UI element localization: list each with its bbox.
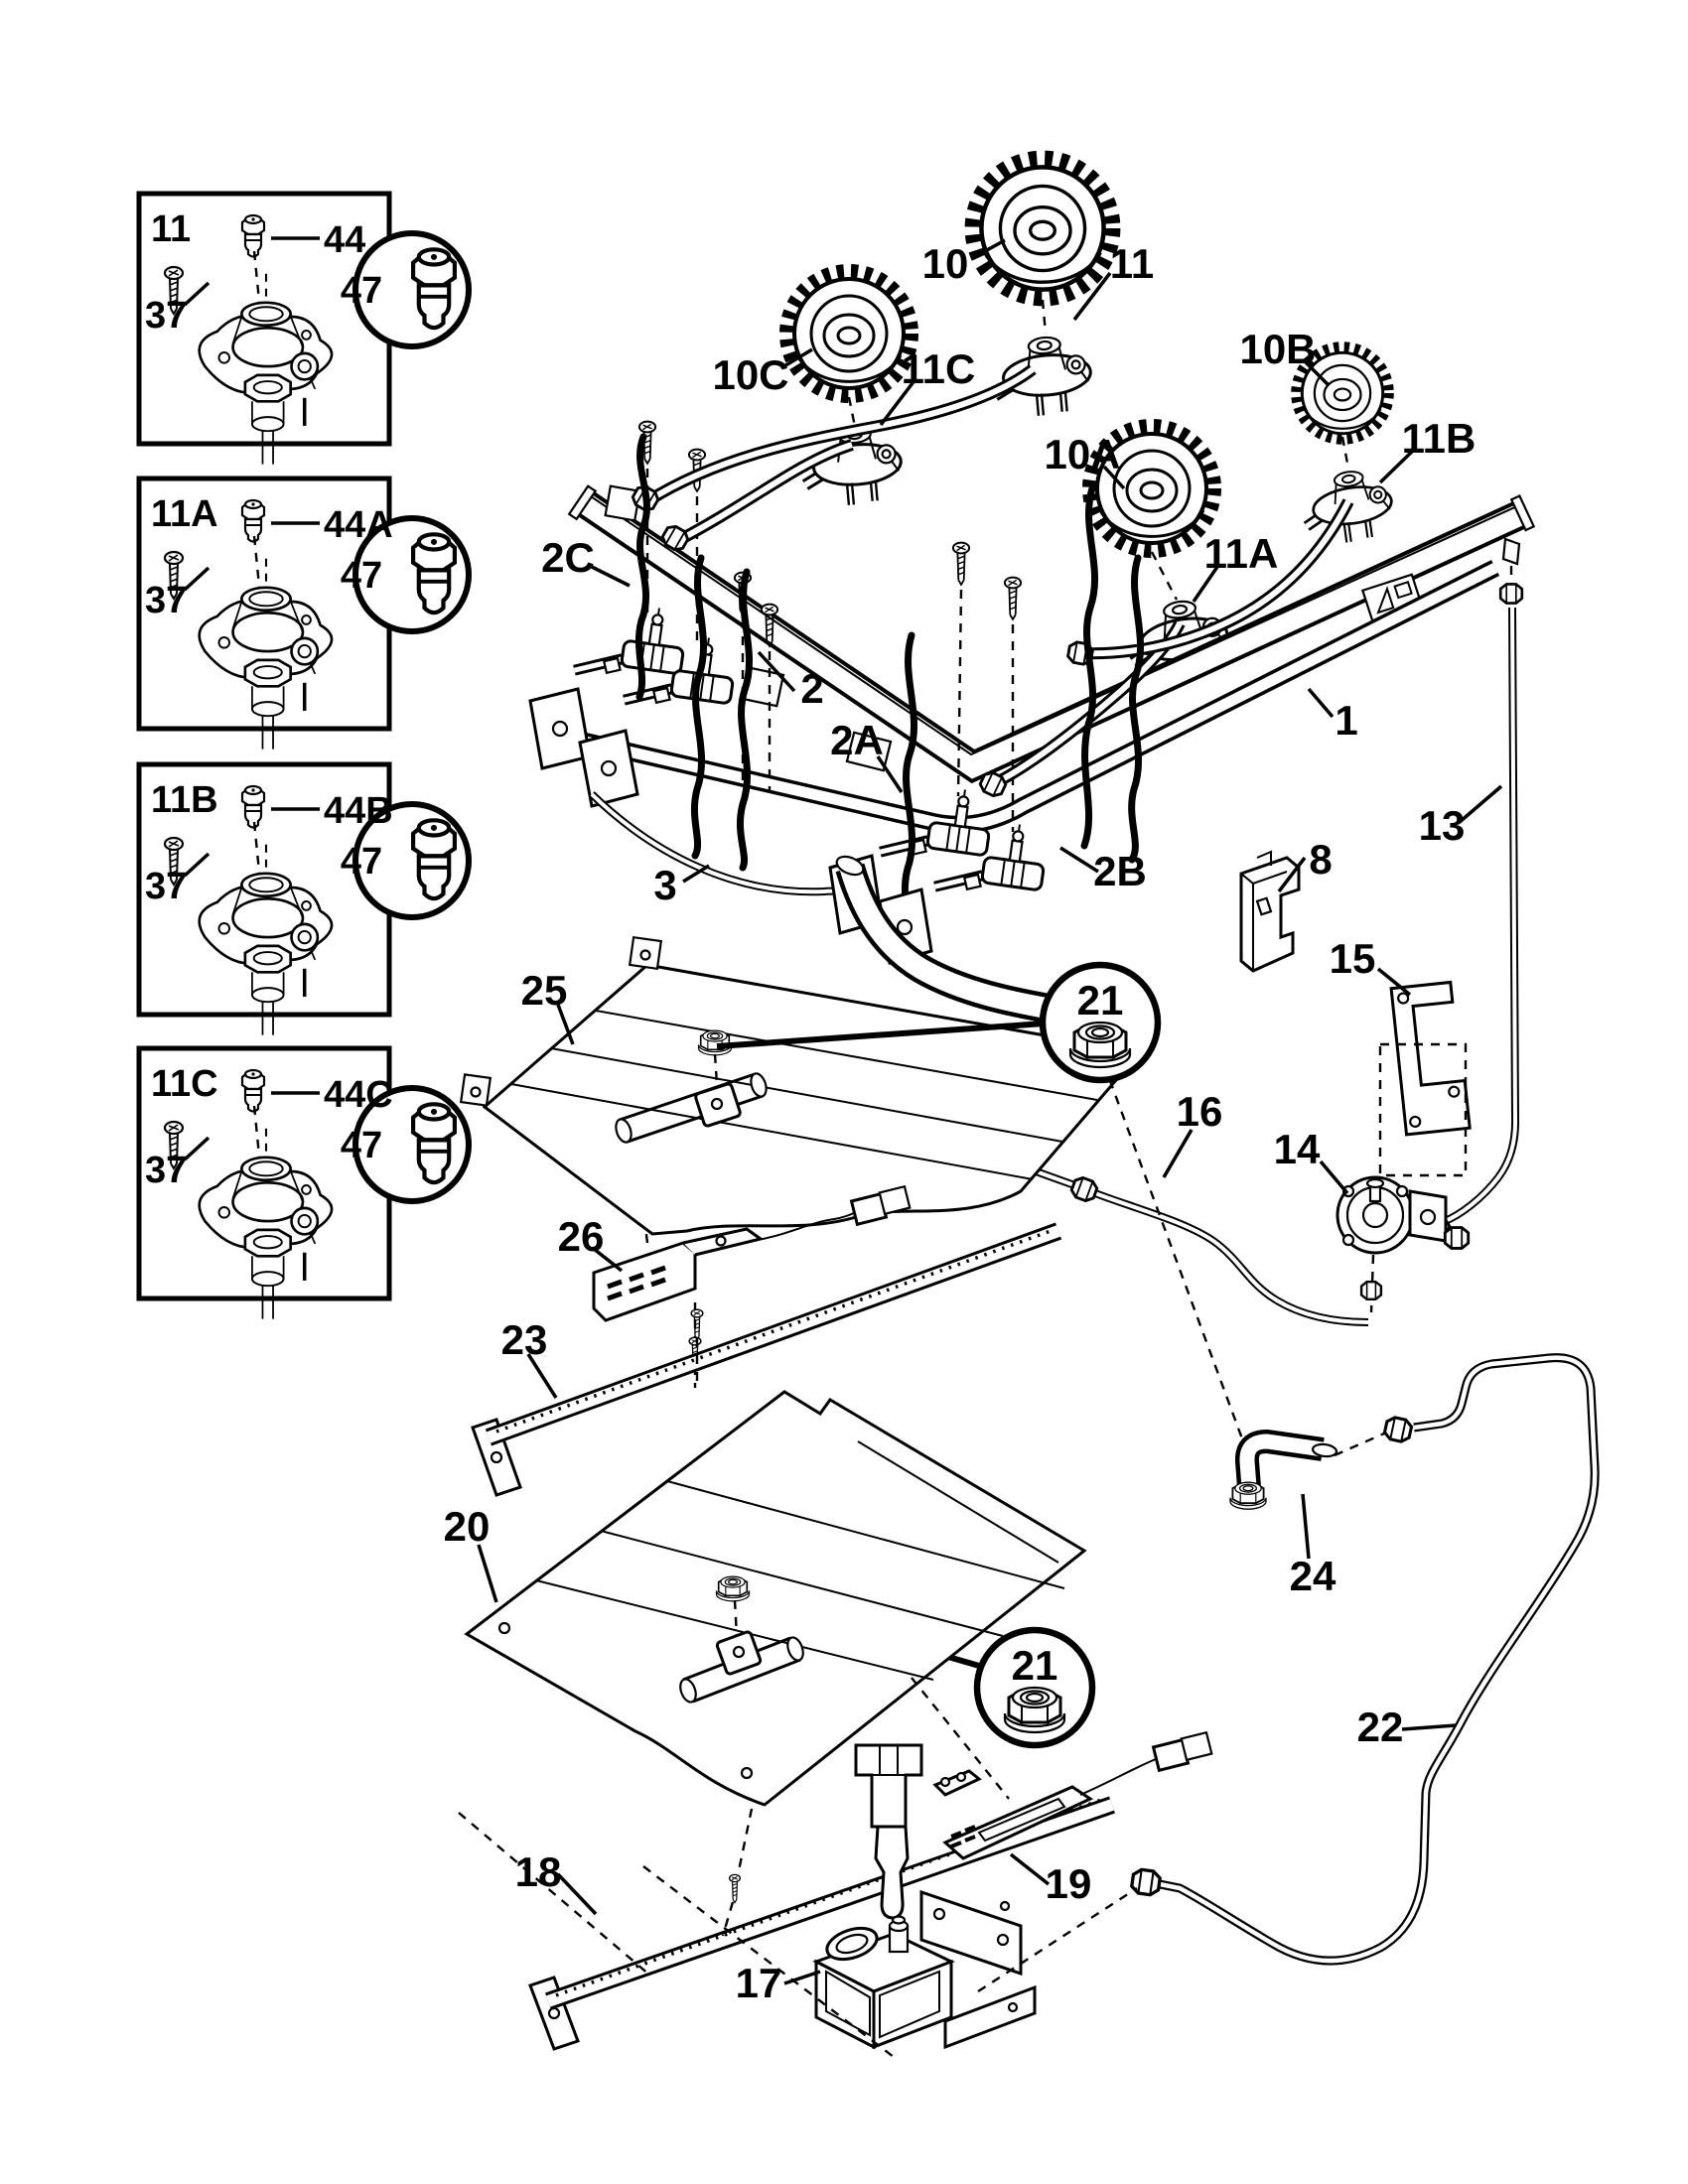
inset-screw-label: 37 <box>145 580 187 621</box>
label-10B: 10B <box>1239 326 1316 372</box>
gas-tube-22 <box>1129 1353 1600 1966</box>
pressure-regulator <box>1336 1175 1471 1313</box>
supply-tube-13 <box>1421 607 1520 1243</box>
burner-supply-tubes <box>629 364 1354 800</box>
inset-part-label: 11A <box>151 493 218 535</box>
label-17: 17 <box>736 1960 782 2006</box>
rail-screw <box>728 1873 742 1904</box>
inset-box-burner-base-11B: 11B 44B 37 47 <box>139 764 469 1035</box>
gas-safety-valve <box>812 1889 1037 2050</box>
label-25: 25 <box>521 967 568 1014</box>
label-26: 26 <box>558 1213 605 1260</box>
label-10C: 10C <box>712 351 788 398</box>
inset-part-label: 11C <box>151 1063 218 1105</box>
label-18: 18 <box>515 1848 562 1895</box>
spark-module <box>1239 850 1301 973</box>
flange-nut-detail-upper: 21 <box>716 961 1162 1084</box>
construction-guides <box>458 1677 1138 2058</box>
label-8: 8 <box>1309 836 1332 883</box>
label-20: 20 <box>444 1503 491 1550</box>
label-23: 23 <box>501 1316 548 1363</box>
oven-mixing-tube <box>835 855 1245 1442</box>
inset-screw-label: 37 <box>145 866 187 907</box>
label-11A: 11A <box>1204 530 1279 577</box>
lower-baffle <box>464 1390 1087 1807</box>
label-24: 24 <box>1290 1553 1336 1599</box>
inset-orifice-label: 44A <box>324 504 393 546</box>
inset-detail-label: 47 <box>341 270 382 312</box>
burner-head-10C <box>787 272 911 395</box>
inset-part-label: 11 <box>151 208 191 250</box>
oven-burner-upper <box>471 1222 1062 1497</box>
inset-box-burner-base-11A: 11A 44A 37 47 <box>139 478 469 750</box>
label-3: 3 <box>653 862 676 908</box>
inset-orifice-label: 44 <box>324 219 365 261</box>
label-22: 22 <box>1357 1704 1404 1750</box>
label-2: 2 <box>800 665 823 712</box>
label-2A: 2A <box>830 717 884 763</box>
callout-labels: 10 11 10C 11C 10B 11B 10A 11A 2C 2 2A 2B… <box>444 238 1503 2006</box>
oven-venturi-bracket <box>854 1743 923 1951</box>
label-11B: 11B <box>1402 415 1477 462</box>
elbow-fitting <box>1229 1429 1385 1511</box>
label-11C: 11C <box>902 345 976 392</box>
inset-detail-label: 47 <box>341 555 382 597</box>
label-16: 16 <box>1177 1088 1223 1135</box>
label-15: 15 <box>1330 935 1376 982</box>
inset-detail-label: 47 <box>341 1125 382 1166</box>
label-2C: 2C <box>541 534 595 581</box>
inset-orifice-label: 44B <box>324 790 393 832</box>
label-13: 13 <box>1419 802 1466 849</box>
flange-nut-lower-label: 21 <box>1012 1642 1058 1689</box>
label-14: 14 <box>1274 1126 1321 1172</box>
label-10A: 10A <box>1044 431 1120 478</box>
flange-nut-upper-label: 21 <box>1077 977 1124 1024</box>
label-10: 10 <box>922 240 969 287</box>
label-11: 11 <box>1110 240 1154 287</box>
burner-head-10 <box>974 160 1112 298</box>
label-2B: 2B <box>1093 848 1147 894</box>
oven-igniter <box>932 1730 1213 1860</box>
bracket-position-guide <box>1378 1042 1468 1177</box>
inset-box-burner-base-11C: 11C 44C 37 47 <box>139 1048 469 1319</box>
burner-base-11 <box>990 334 1093 419</box>
mounting-bracket-15 <box>1389 980 1472 1137</box>
label-1: 1 <box>1335 697 1357 744</box>
flange-nut-on-lower-baffle <box>715 1575 751 1602</box>
inset-screw-label: 37 <box>145 1150 187 1191</box>
label-19: 19 <box>1046 1860 1092 1907</box>
inset-orifice-label: 44C <box>324 1074 393 1116</box>
inset-screw-label: 37 <box>145 295 187 337</box>
inset-detail-label: 47 <box>341 841 382 883</box>
burner-heads-and-bases <box>787 160 1396 686</box>
inset-part-label: 11B <box>151 779 218 821</box>
inset-box-burner-base-11: 11 44 37 47 <box>139 194 469 465</box>
